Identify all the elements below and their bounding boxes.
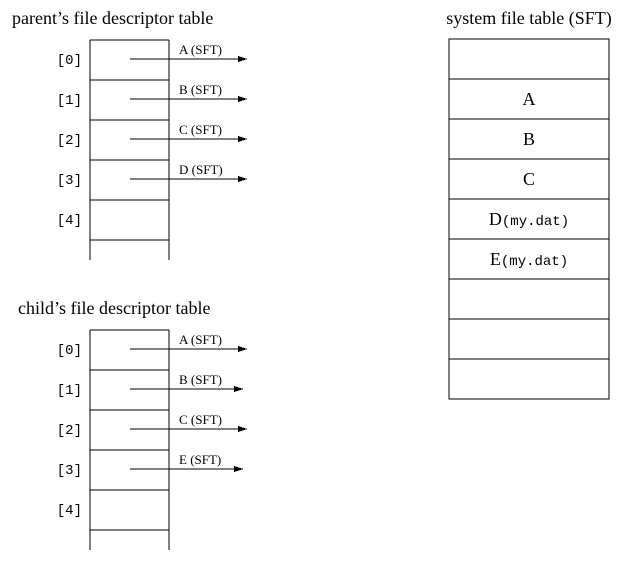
sft-row-letter: B (523, 129, 535, 149)
child-index-0: [0] (57, 343, 82, 359)
child-pointer-label-0: A (SFT) (179, 332, 222, 347)
parent-index-0: [0] (57, 53, 82, 69)
child-fd-table: child’s file descriptor table [0] [1] [2… (18, 298, 247, 550)
sft-row-5: E(my.dat) (490, 249, 568, 270)
sft-row-2: B (523, 129, 535, 149)
parent-table-indices: [0] [1] [2] [3] [4] (57, 53, 82, 229)
child-index-4: [4] (57, 503, 82, 519)
parent-pointer-label-3: D (SFT) (179, 162, 223, 177)
parent-index-1: [1] (57, 93, 82, 109)
child-index-2: [2] (57, 423, 82, 439)
child-table-indices: [0] [1] [2] [3] [4] (57, 343, 82, 519)
system-file-table: system file table (SFT) A B C (446, 8, 612, 400)
parent-table-grid (89, 39, 170, 260)
child-index-3: [3] (57, 463, 82, 479)
sft-rows: A B C D(my.dat) E(my.dat) (489, 89, 569, 270)
sft-row-letter: E (490, 249, 501, 269)
parent-table-title: parent’s file descriptor table (12, 8, 213, 28)
child-index-1: [1] (57, 383, 82, 399)
sft-row-file: (my.dat) (501, 254, 568, 270)
sft-row-letter: A (523, 89, 536, 109)
sft-title: system file table (SFT) (446, 8, 611, 29)
sft-row-file: (my.dat) (502, 214, 569, 230)
child-pointer-label-3: E (SFT) (179, 452, 221, 467)
child-table-title: child’s file descriptor table (18, 298, 210, 318)
sft-row-4: D(my.dat) (489, 209, 569, 230)
parent-pointer-label-2: C (SFT) (179, 122, 222, 137)
sft-row-3: C (523, 169, 535, 189)
parent-index-3: [3] (57, 173, 82, 189)
child-table-grid (89, 329, 170, 550)
child-pointer-label-2: C (SFT) (179, 412, 222, 427)
parent-index-2: [2] (57, 133, 82, 149)
parent-table-pointers: A (SFT) B (SFT) C (SFT) D (SFT) (130, 42, 247, 182)
parent-pointer-label-0: A (SFT) (179, 42, 222, 57)
sft-row-letter: C (523, 169, 535, 189)
parent-fd-table: parent’s file descriptor table [0] [1] [… (12, 8, 247, 260)
sft-row-letter: D (489, 209, 502, 229)
parent-pointer-label-1: B (SFT) (179, 82, 222, 97)
child-table-pointers: A (SFT) B (SFT) C (SFT) E (SFT) (130, 332, 247, 472)
parent-index-4: [4] (57, 213, 82, 229)
sft-row-1: A (523, 89, 536, 109)
child-pointer-label-1: B (SFT) (179, 372, 222, 387)
sft-grid (448, 38, 610, 400)
